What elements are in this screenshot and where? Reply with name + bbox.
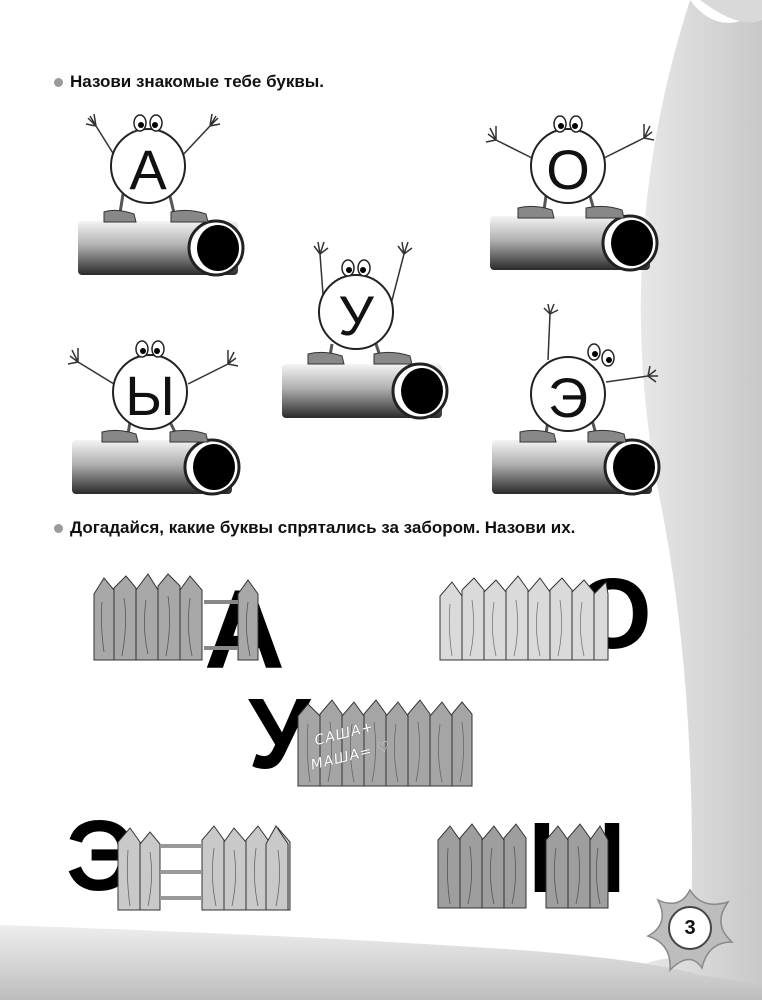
fence xyxy=(437,823,609,909)
fence xyxy=(297,699,473,787)
fence-puzzle-a: А xyxy=(92,572,302,686)
letter-character-e: Э xyxy=(488,300,668,496)
letter-character-o: О xyxy=(485,108,666,298)
fence-puzzle-y: Ы xyxy=(436,808,666,912)
fence-puzzle-e: Э xyxy=(66,806,296,912)
letter-character-y: Ы xyxy=(66,330,246,520)
instruction-guess-hidden-letters: Догадайся, какие буквы спрятались за заб… xyxy=(54,518,575,538)
fence xyxy=(117,825,291,911)
character-letter: А xyxy=(129,138,167,201)
bullet-icon xyxy=(54,523,63,533)
fence-puzzle-o: О xyxy=(436,560,666,664)
fence xyxy=(93,573,259,661)
fence xyxy=(439,575,609,661)
page-number: 3 xyxy=(668,906,712,950)
letter-character-a: А xyxy=(76,108,256,298)
instruction-text: Догадайся, какие буквы спрятались за заб… xyxy=(70,518,576,537)
character-letter: О xyxy=(546,138,590,201)
instruction-name-letters: Назови знакомые тебе буквы. xyxy=(54,72,324,92)
character-letter: Ы xyxy=(125,364,175,427)
fence-puzzle-u: У САША+ МАША= ♡ xyxy=(248,684,478,788)
instruction-text: Назови знакомые тебе буквы. xyxy=(70,72,325,91)
character-letter: У xyxy=(338,284,374,347)
letter-character-u: У xyxy=(280,236,460,426)
bullet-icon xyxy=(54,77,63,87)
character-letter: Э xyxy=(547,366,589,429)
